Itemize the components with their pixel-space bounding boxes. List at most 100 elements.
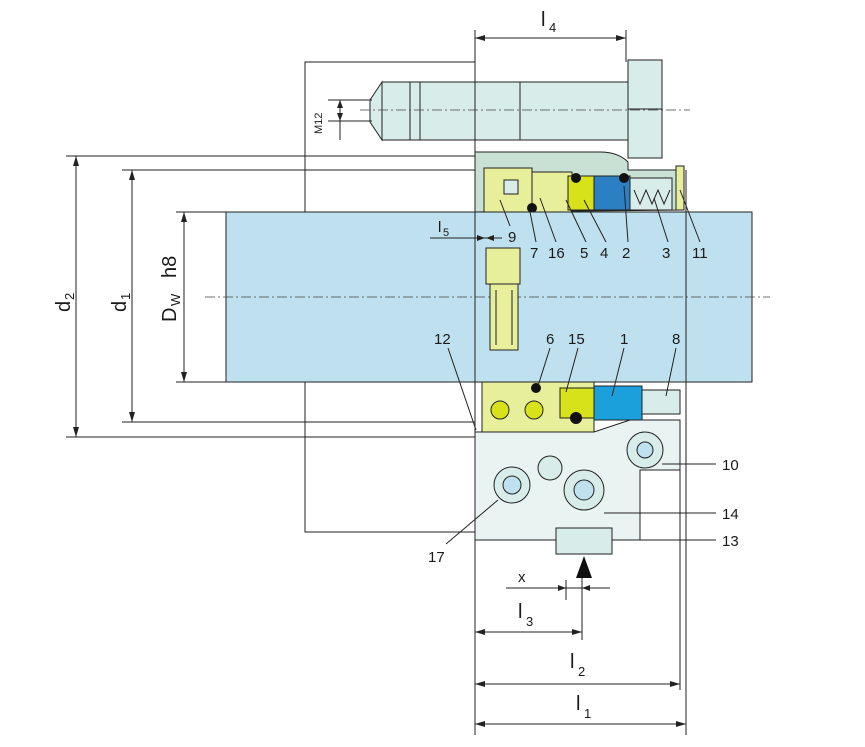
l3-dimension: l 3 <box>475 601 582 635</box>
oring-3 <box>527 203 537 213</box>
seal-face-yellow <box>567 175 595 211</box>
l1-arrow-right <box>676 721 686 727</box>
part-label-8: 8 <box>672 331 680 348</box>
part-label-17: 17 <box>428 549 445 566</box>
part-label-7: 7 <box>530 245 538 262</box>
l1-arrow-left <box>475 721 485 727</box>
l3-arrow-right <box>572 629 582 635</box>
spring-coil <box>633 188 671 206</box>
part-label-6: 6 <box>546 331 554 348</box>
port-14-inner <box>573 479 595 501</box>
leader-15 <box>565 347 579 393</box>
l2-arrow-right <box>670 681 680 687</box>
oring-2 <box>619 173 629 183</box>
leader-8 <box>665 347 677 397</box>
part-label-5: 5 <box>580 245 588 262</box>
drain-13 <box>555 527 613 555</box>
x-arrow-left <box>558 585 566 591</box>
d1-dimension: d 1 <box>109 169 475 423</box>
leader-12 <box>447 347 477 431</box>
part-label-2: 2 <box>622 245 630 262</box>
part-11 <box>675 165 685 211</box>
drive-screw <box>485 247 521 351</box>
d1-subscript: 1 <box>118 293 133 300</box>
dw-label: D <box>159 308 181 322</box>
lower-screw-2 <box>524 400 544 420</box>
leader-6 <box>537 347 551 387</box>
l2-subscript: 2 <box>578 664 585 679</box>
oring-1 <box>571 173 581 183</box>
part-label-1: 1 <box>620 331 628 348</box>
m12-arrow-bottom <box>337 113 343 121</box>
drive-screw-body <box>489 283 519 351</box>
leader-9 <box>499 199 511 227</box>
l1-label: l <box>576 693 580 715</box>
dw-arrow-top <box>181 212 187 222</box>
spring-housing <box>629 177 673 211</box>
part-label-14: 14 <box>722 506 739 523</box>
leader-2 <box>623 185 629 243</box>
d2-subscript: 2 <box>62 293 77 300</box>
d2-label: d <box>53 301 75 312</box>
part-label-13: 13 <box>722 533 739 550</box>
m12-bolt <box>360 59 690 159</box>
l4-dimension: l 4 <box>475 9 626 41</box>
part-label-10: 10 <box>722 457 739 474</box>
leader-lines <box>445 185 716 545</box>
l2-dimension: l 2 <box>475 651 680 687</box>
lower-flush-plug <box>641 389 681 415</box>
l5-label: l <box>438 219 441 236</box>
dw-arrow-bottom <box>181 372 187 382</box>
l3-arrow-left <box>475 629 485 635</box>
lower-oring-2 <box>570 412 582 424</box>
dw-suffix: h8 <box>159 256 181 278</box>
gland-lower <box>474 381 681 578</box>
d1-arrow-bottom <box>129 412 135 422</box>
leader-5 <box>565 199 587 243</box>
leader-17 <box>445 499 499 545</box>
l5-arrow-left <box>477 235 485 241</box>
lower-ring-blue <box>593 385 643 421</box>
d2-arrow-bottom <box>73 427 79 437</box>
l1-subscript: 1 <box>584 706 591 721</box>
d2-arrow-top <box>73 156 79 166</box>
port-mid <box>537 455 563 481</box>
port-17-inner <box>502 475 522 495</box>
leader-11 <box>679 189 701 243</box>
x-arrow-right <box>582 585 590 591</box>
lower-screw-1 <box>490 400 510 420</box>
m12-label: M12 <box>313 113 325 134</box>
dw-subscript: W <box>168 293 183 306</box>
part-labels: 9 7 16 5 4 2 3 11 12 6 15 1 8 10 14 13 1… <box>428 229 739 566</box>
part-label-12: 12 <box>434 331 451 348</box>
l2-arrow-left <box>475 681 485 687</box>
bolt-tip <box>369 80 383 142</box>
l4-label: l <box>541 9 545 31</box>
l5-subscript: 5 <box>443 227 449 239</box>
l4-arrow-left <box>475 35 485 41</box>
drive-screw-head <box>485 247 521 285</box>
part-label-9: 9 <box>508 229 516 246</box>
leader-1 <box>611 347 625 397</box>
seal-insert-mid <box>531 171 573 213</box>
l3-label: l <box>518 601 522 623</box>
l4-subscript: 4 <box>549 20 556 35</box>
leader-7 <box>529 211 537 243</box>
m12-dimension: M12 <box>313 99 372 140</box>
part-label-3: 3 <box>662 245 670 262</box>
l5-dimension: l 5 <box>430 219 502 241</box>
x-label: x <box>518 569 526 586</box>
flow-arrow <box>576 556 592 578</box>
part-label-11: 11 <box>692 245 708 262</box>
part-label-15: 15 <box>568 331 585 348</box>
lower-oring-1 <box>531 383 541 393</box>
leader-4 <box>583 199 607 243</box>
port-10-inner <box>636 441 654 459</box>
d1-arrow-top <box>129 170 135 180</box>
m12-arrow-top <box>337 100 343 108</box>
leader-16 <box>539 197 557 243</box>
gland-upper <box>474 151 685 213</box>
l2-label: l <box>570 651 574 673</box>
